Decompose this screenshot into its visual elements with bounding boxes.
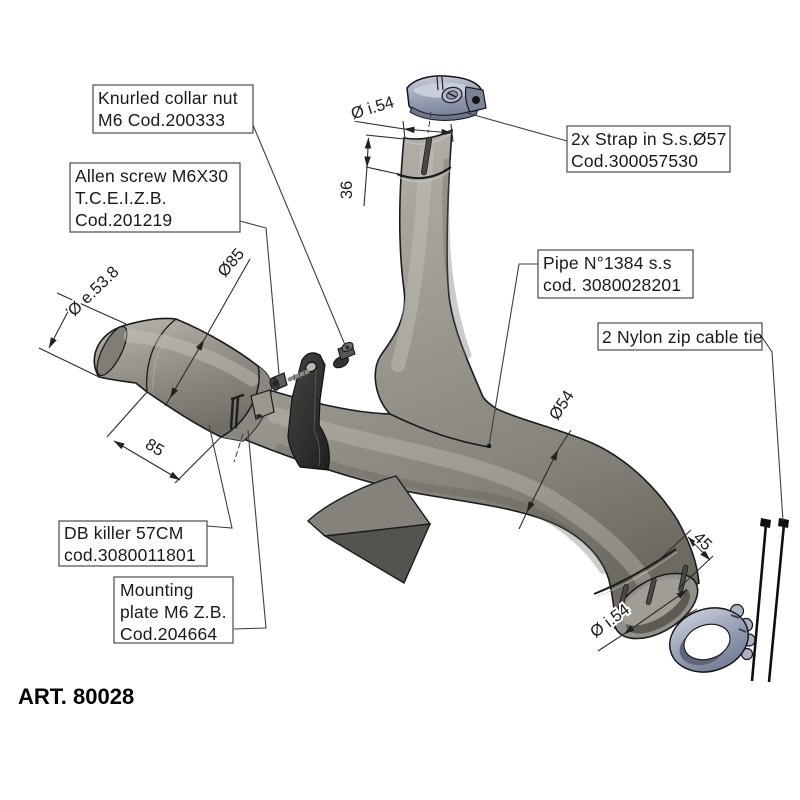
callout-zip-tie: 2 Nylon zip cable tie: [597, 322, 763, 351]
leader-mounting-plate: [233, 429, 267, 630]
leader-lines: [206, 112, 784, 630]
callout-mounting-plate-line3: Cod.204664: [120, 624, 217, 644]
inlet-seam-highlight: [396, 169, 452, 183]
latch-plate: [250, 389, 275, 420]
zip-tie-2-head: [778, 518, 789, 528]
callout-knurled-nut: Knurled collar nut M6 Cod.200333: [92, 84, 254, 134]
callout-allen-screw-line2: T.C.E.I.Z.B.: [75, 188, 167, 208]
callout-mounting-plate: Mounting plate M6 Z.B. Cod.204664: [113, 576, 234, 644]
muffler-shoulder-highlight: [152, 321, 182, 391]
clamp-split: [436, 76, 444, 91]
screw-socket: [272, 380, 278, 387]
muffler-shoulder-edge: [146, 318, 177, 393]
junction-crease: [389, 413, 490, 448]
callout-knurled-nut-line2: M6 Cod.200333: [98, 110, 225, 130]
centerline-bracket: [233, 433, 244, 463]
leader-allen-screw: [239, 220, 280, 375]
callout-db-killer: DB killer 57CM cod.3080011801: [58, 520, 208, 567]
mounting-bracket: [287, 352, 330, 471]
callout-strap: 2x Strap in S.s.Ø57 Cod.300057530: [566, 125, 731, 173]
callout-zip-tie-line1: 2 Nylon zip cable tie: [602, 327, 763, 347]
dim-inlet-diameter-text: Ø i.54: [349, 93, 396, 123]
dim-db-outer-diameter-text: Ø e.53.8: [65, 263, 123, 320]
latch-rivet: [256, 414, 262, 418]
dim-muffler-diameter-text: Ø85: [214, 245, 248, 280]
callout-mounting-plate-line2: plate M6 Z.B.: [120, 602, 227, 622]
leader-pipe-dot: [486, 443, 492, 449]
clamp-slots: [730, 614, 747, 633]
fin-bracket: [306, 475, 432, 585]
spring-clip: [229, 393, 245, 430]
callout-db-killer-line1: DB killer 57CM: [64, 523, 184, 543]
callout-strap-line2: Cod.300057530: [571, 151, 698, 171]
dim-outlet-slot-length-text: 45: [690, 529, 716, 555]
outlet-seam: [593, 548, 677, 595]
callout-allen-screw: Allen screw M6X30 T.C.E.I.Z.B. Cod.20121…: [69, 162, 241, 233]
callout-pipe-line1: Pipe N°1384 s.s: [543, 253, 672, 273]
leader-db-killer: [206, 424, 233, 529]
clamp-lug-hole: [472, 96, 480, 104]
knurled-nut: [333, 341, 356, 369]
leader-zip-tie: [761, 336, 784, 522]
screw-threads: [293, 369, 306, 382]
shading-right-edge: [442, 158, 472, 359]
callout-allen-screw-line1: Allen screw M6X30: [75, 166, 228, 186]
bracket-bend-line: [313, 367, 321, 467]
dim-inlet-depth-text: 36: [338, 181, 356, 199]
nut-flange: [333, 355, 349, 369]
leader-pipe: [488, 263, 539, 447]
callout-pipe: Pipe N°1384 s.s cod. 3080028201: [537, 249, 694, 299]
leader-knurled-nut: [252, 124, 349, 353]
highlight-upper-pipe: [391, 145, 434, 372]
clamp-opening: [683, 623, 731, 661]
centerline-inlet: [427, 111, 432, 134]
bracket-hole: [305, 361, 317, 373]
zip-tie-1-head: [760, 518, 771, 528]
callout-mounting-plate-line1: Mounting: [120, 580, 194, 600]
muffler-front-face: [96, 325, 128, 377]
clamp-screw-slot: [447, 92, 457, 98]
muffler-db-killer: [93, 317, 275, 442]
inlet-seam: [396, 166, 452, 180]
callout-knurled-nut-line1: Knurled collar nut: [98, 88, 238, 108]
dim-muffler-length-text: 85: [142, 435, 167, 460]
dim-pipe-diameter-text: Ø54: [546, 387, 578, 423]
zip-tie-2: [767, 523, 786, 683]
outlet-seam-highlight: [595, 551, 678, 598]
strap-clamp-top: [406, 75, 487, 121]
allen-screw: [269, 369, 310, 391]
shading-bottom: [276, 444, 607, 574]
callout-db-killer-line2: cod.3080011801: [64, 545, 196, 565]
zip-ties: [750, 518, 789, 683]
callout-allen-screw-line3: Cod.201219: [75, 210, 172, 230]
inlet-slot: [421, 136, 432, 176]
screw-shaft: [287, 369, 310, 382]
leader-strap: [466, 112, 568, 142]
zip-tie-1: [750, 523, 768, 682]
callout-pipe-line2: cod. 3080028201: [543, 275, 681, 295]
dim-inlet-depth: 36: [336, 134, 405, 207]
muffler-rear-edge: [220, 365, 260, 438]
callout-strap-line1: 2x Strap in S.s.Ø57: [571, 129, 727, 149]
strap-clamp-bottom: [669, 603, 756, 673]
art-number: ART. 80028: [18, 684, 134, 709]
